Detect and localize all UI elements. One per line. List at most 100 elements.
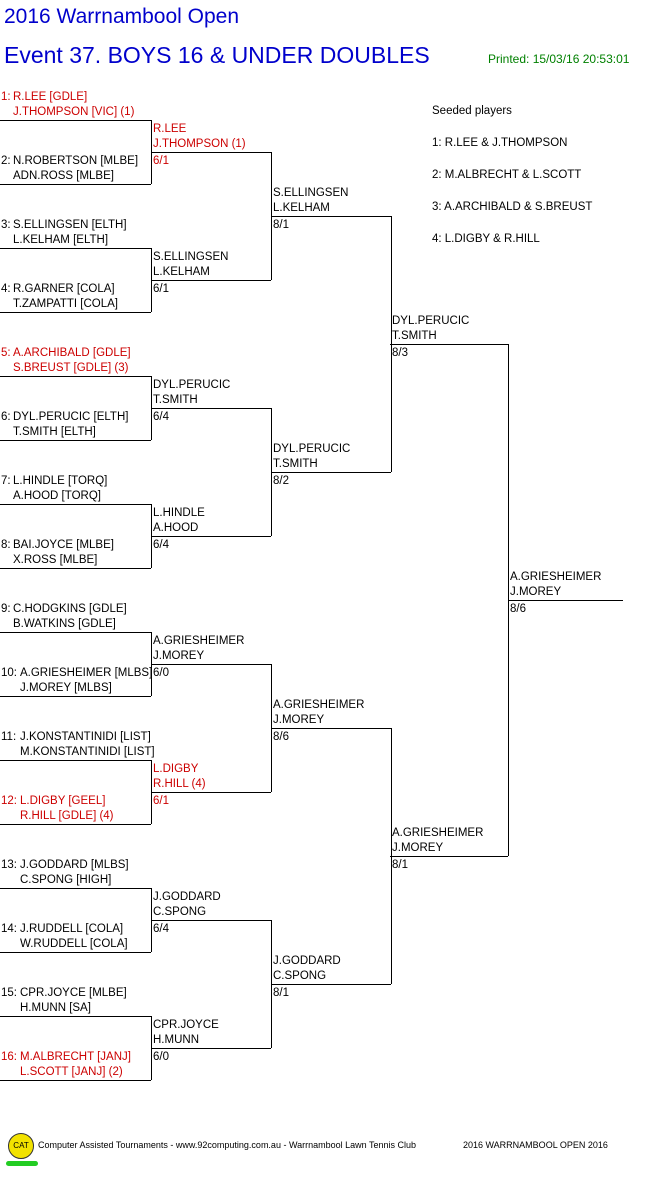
round-winner: L.DIGBY [153,763,199,775]
draw-number: 8: [1,539,11,551]
printed-timestamp: Printed: 15/03/16 20:53:01 [488,52,630,66]
bracket-line [151,664,271,665]
draw-partner: R.HILL [GDLE] (4) [20,810,114,822]
bracket-line [151,792,271,793]
footer-event: 2016 WARRNAMBOOL OPEN 2016 [463,1140,608,1150]
round-winner-partner: A.HOOD [153,522,199,534]
bracket-line [0,440,151,441]
draw-partner: C.SPONG [HIGH] [20,874,112,886]
draw-partner: T.ZAMPATTI [COLA] [13,298,118,310]
bracket-line [151,1048,271,1049]
seed-item: 1: R.LEE & J.THOMPSON [432,137,568,149]
tournament-title: 2016 Warrnambool Open [4,5,240,28]
match-score: 8/1 [392,859,408,871]
bracket-line [0,888,151,889]
round-winner-partner: H.MUNN [153,1034,199,1046]
draw-number: 6: [1,411,11,423]
bracket-line [0,760,151,761]
bracket-line [271,984,391,985]
bracket-line [0,568,151,569]
draw-partner: W.RUDDELL [COLA] [20,938,128,950]
round-winner: DYL.PERUCIC [273,443,351,455]
bracket-line [151,408,271,409]
draw-player: A.ARCHIBALD [GDLE] [13,347,131,359]
match-score: 6/4 [153,411,169,423]
match-score: 8/6 [510,603,526,615]
round-winner: J.GODDARD [153,891,221,903]
draw-player: J.GODDARD [MLBS] [20,859,129,871]
seed-item: 4: L.DIGBY & R.HILL [432,233,540,245]
bracket-line [0,120,151,121]
bracket-line [508,600,623,601]
match-score: 6/1 [153,795,169,807]
draw-number: 12: [1,795,17,807]
draw-player: C.HODGKINS [GDLE] [13,603,127,615]
draw-number: 14: [1,923,17,935]
bracket-line [271,216,391,217]
cat-logo-icon: CAT [8,1133,34,1159]
seeded-heading: Seeded players [432,105,512,117]
draw-number: 10: [1,667,17,679]
draw-number: 2: [1,155,11,167]
bracket-line [0,1080,151,1081]
draw-partner: J.MOREY [MLBS] [20,682,112,694]
draw-number: 15: [1,987,17,999]
draw-player: L.HINDLE [TORQ] [13,475,108,487]
draw-number: 7: [1,475,11,487]
draw-player: J.RUDDELL [COLA] [20,923,124,935]
draw-partner: H.MUNN [SA] [20,1002,91,1014]
match-score: 8/1 [273,219,289,231]
draw-partner: T.SMITH [ELTH] [13,426,96,438]
draw-number: 5: [1,347,11,359]
round-winner: A.GRIESHEIMER [510,571,602,583]
match-score: 8/3 [392,347,408,359]
draw-player: R.LEE [GDLE] [13,91,88,103]
round-winner: CPR.JOYCE [153,1019,219,1031]
match-score: 6/1 [153,283,169,295]
round-winner: R.LEE [153,123,187,135]
draw-number: 9: [1,603,11,615]
match-score: 6/4 [153,539,169,551]
draw-player: CPR.JOYCE [MLBE] [20,987,127,999]
round-winner: L.HINDLE [153,507,205,519]
round-winner-partner: C.SPONG [153,906,207,918]
draw-partner: L.SCOTT [JANJ] (2) [20,1066,123,1078]
bracket-line [271,728,391,729]
round-winner-partner: T.SMITH [153,394,198,406]
draw-number: 11: [1,731,17,743]
round-winner-partner: T.SMITH [392,330,437,342]
round-winner-partner: J.THOMPSON (1) [153,138,246,150]
round-winner-partner: T.SMITH [273,458,318,470]
match-score: 6/0 [153,667,169,679]
round-winner-partner: J.MOREY [510,586,562,598]
bracket-line [0,312,151,313]
match-score: 6/0 [153,1051,169,1063]
round-winner: A.GRIESHEIMER [153,635,245,647]
round-winner: J.GODDARD [273,955,341,967]
bracket-line [0,632,151,633]
footer-credits: Computer Assisted Tournaments - www.92co… [38,1140,417,1150]
bracket-line [0,248,151,249]
draw-partner: X.ROSS [MLBE] [13,554,98,566]
draw-number: 1: [1,91,11,103]
bracket-line [271,472,391,473]
draw-partner: ADN.ROSS [MLBE] [13,170,114,182]
bracket-line [0,184,151,185]
draw-player: BAI.JOYCE [MLBE] [13,539,114,551]
seed-item: 3: A.ARCHIBALD & S.BREUST [432,201,593,213]
bracket-line [390,344,508,345]
draw-partner: J.THOMPSON [VIC] (1) [13,106,135,118]
bracket-line [151,152,271,153]
round-winner-partner: R.HILL (4) [153,778,206,790]
draw-number: 16: [1,1051,17,1063]
round-winner: S.ELLINGSEN [273,187,349,199]
round-winner-partner: J.MOREY [392,842,444,854]
bracket-line [151,536,271,537]
draw-partner: A.HOOD [TORQ] [13,490,101,502]
draw-player: DYL.PERUCIC [ELTH] [13,411,129,423]
round-winner: A.GRIESHEIMER [392,827,484,839]
match-score: 8/1 [273,987,289,999]
round-winner-partner: C.SPONG [273,970,327,982]
logo-underline [6,1161,38,1166]
bracket-line [0,1016,151,1017]
